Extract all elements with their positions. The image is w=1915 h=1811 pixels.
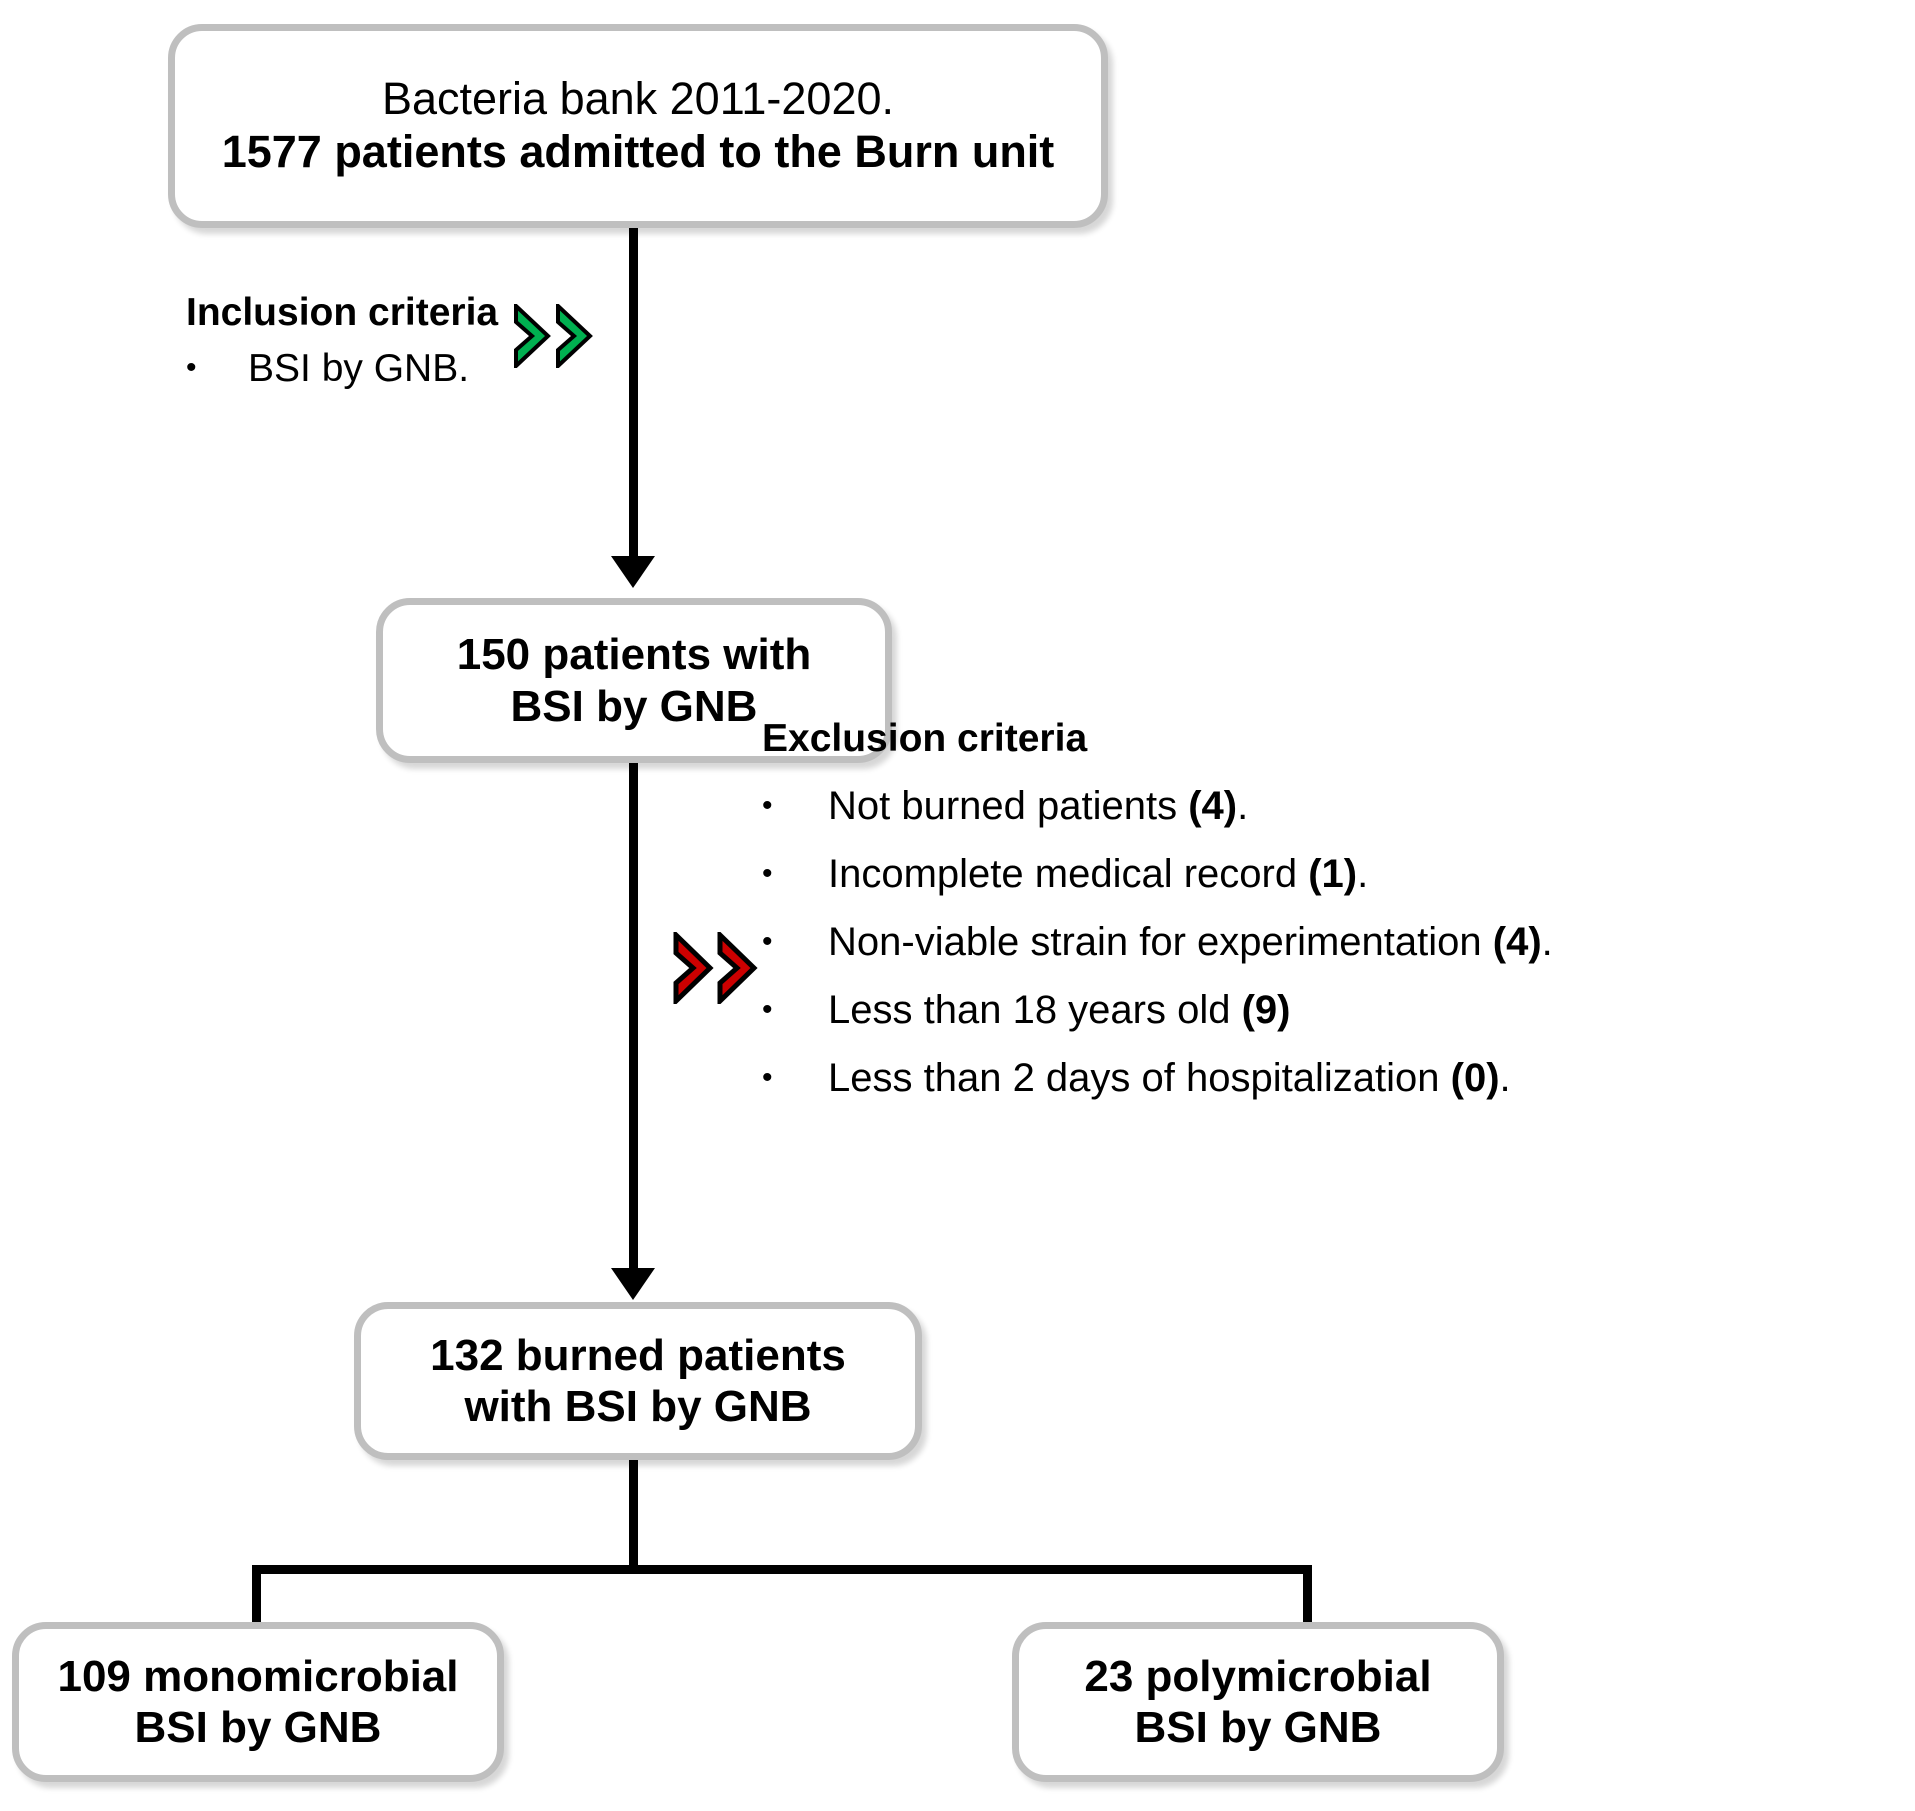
connector-to-mono: [252, 1565, 261, 1635]
chevron-right-icon: [514, 304, 551, 368]
exclusion-item-tail: .: [1237, 783, 1249, 828]
list-item: Non-viable strain for experimentation (4…: [762, 920, 1553, 965]
node-132-line2: with BSI by GNB: [464, 1382, 812, 1431]
list-item: BSI by GNB.: [186, 347, 498, 391]
exclusion-item-count: (1): [1308, 851, 1358, 896]
double-chevron-right-icon-inclusion: [512, 304, 594, 368]
exclusion-item-tail: .: [1499, 1055, 1511, 1100]
list-item: Less than 2 days of hospitalization (0).: [762, 1056, 1553, 1101]
bullet-icon: [762, 1063, 828, 1093]
node-150-patients: 150 patients with BSI by GNB: [376, 598, 892, 763]
chevron-right-icon: [556, 304, 593, 368]
arrowhead-stage2: [611, 556, 655, 588]
double-chevron-right-icon-exclusion: [672, 932, 758, 1004]
inclusion-item-text: BSI by GNB.: [248, 346, 470, 390]
exclusion-item-count: (4): [1188, 783, 1238, 828]
exclusion-item-text: Non-viable strain for experimentation: [828, 919, 1493, 964]
exclusion-item-count: (0): [1450, 1055, 1500, 1100]
exclusion-item-text: Incomplete medical record: [828, 851, 1309, 896]
chevron-right-icon: [717, 932, 758, 1004]
node-23-polymicrobial: 23 polymicrobial BSI by GNB: [1012, 1622, 1504, 1782]
node-109-monomicrobial: 109 monomicrobial BSI by GNB: [12, 1622, 504, 1782]
connector-stage2-to-stage3: [629, 763, 638, 1275]
connector-stage3-stem: [629, 1460, 638, 1573]
node-150-line2: BSI by GNB: [510, 681, 758, 731]
exclusion-criteria-block: Exclusion criteria Not burned patients (…: [762, 717, 1553, 1101]
connector-split-bar: [252, 1565, 1312, 1574]
list-item: Less than 18 years old (9): [762, 988, 1553, 1033]
node-bacteria-bank: Bacteria bank 2011-2020. 1577 patients a…: [168, 24, 1108, 228]
exclusion-criteria-list: Not burned patients (4). Incomplete medi…: [762, 784, 1553, 1101]
chevron-right-icon: [673, 932, 714, 1004]
bullet-icon: [762, 859, 828, 889]
node-132-burned-patients: 132 burned patients with BSI by GNB: [354, 1302, 922, 1460]
exclusion-criteria-title: Exclusion criteria: [762, 717, 1088, 760]
node-mono-line1: 109 monomicrobial: [57, 1651, 459, 1701]
exclusion-item-text: Less than 18 years old: [828, 987, 1242, 1032]
connector-to-poly: [1303, 1565, 1312, 1635]
exclusion-item-text: Less than 2 days of hospitalization: [828, 1055, 1451, 1100]
inclusion-criteria-list: BSI by GNB.: [186, 347, 498, 391]
inclusion-criteria-title: Inclusion criteria: [186, 291, 499, 334]
exclusion-item-tail: .: [1357, 851, 1369, 896]
node-bacteria-bank-line1: Bacteria bank 2011-2020.: [381, 73, 895, 125]
exclusion-item-tail: .: [1541, 919, 1553, 964]
exclusion-item-text: Not burned patients: [828, 783, 1189, 828]
exclusion-item-count: (4): [1492, 919, 1542, 964]
inclusion-criteria-block: Inclusion criteria BSI by GNB.: [186, 291, 499, 391]
bullet-icon: [762, 927, 828, 957]
bullet-icon: [186, 353, 248, 383]
connector-top-to-stage2: [629, 228, 638, 566]
node-132-line1: 132 burned patients: [430, 1330, 846, 1380]
node-poly-line1: 23 polymicrobial: [1084, 1651, 1432, 1701]
bullet-icon: [762, 791, 828, 821]
node-poly-line2: BSI by GNB: [1134, 1703, 1382, 1752]
node-150-line1: 150 patients with: [456, 630, 812, 680]
list-item: Not burned patients (4).: [762, 784, 1553, 829]
exclusion-item-count: (9): [1241, 987, 1291, 1032]
node-bacteria-bank-line2: 1577 patients admitted to the Burn unit: [221, 126, 1055, 177]
bullet-icon: [762, 995, 828, 1025]
arrowhead-stage3: [611, 1268, 655, 1300]
node-mono-line2: BSI by GNB: [134, 1703, 382, 1752]
list-item: Incomplete medical record (1).: [762, 852, 1553, 897]
